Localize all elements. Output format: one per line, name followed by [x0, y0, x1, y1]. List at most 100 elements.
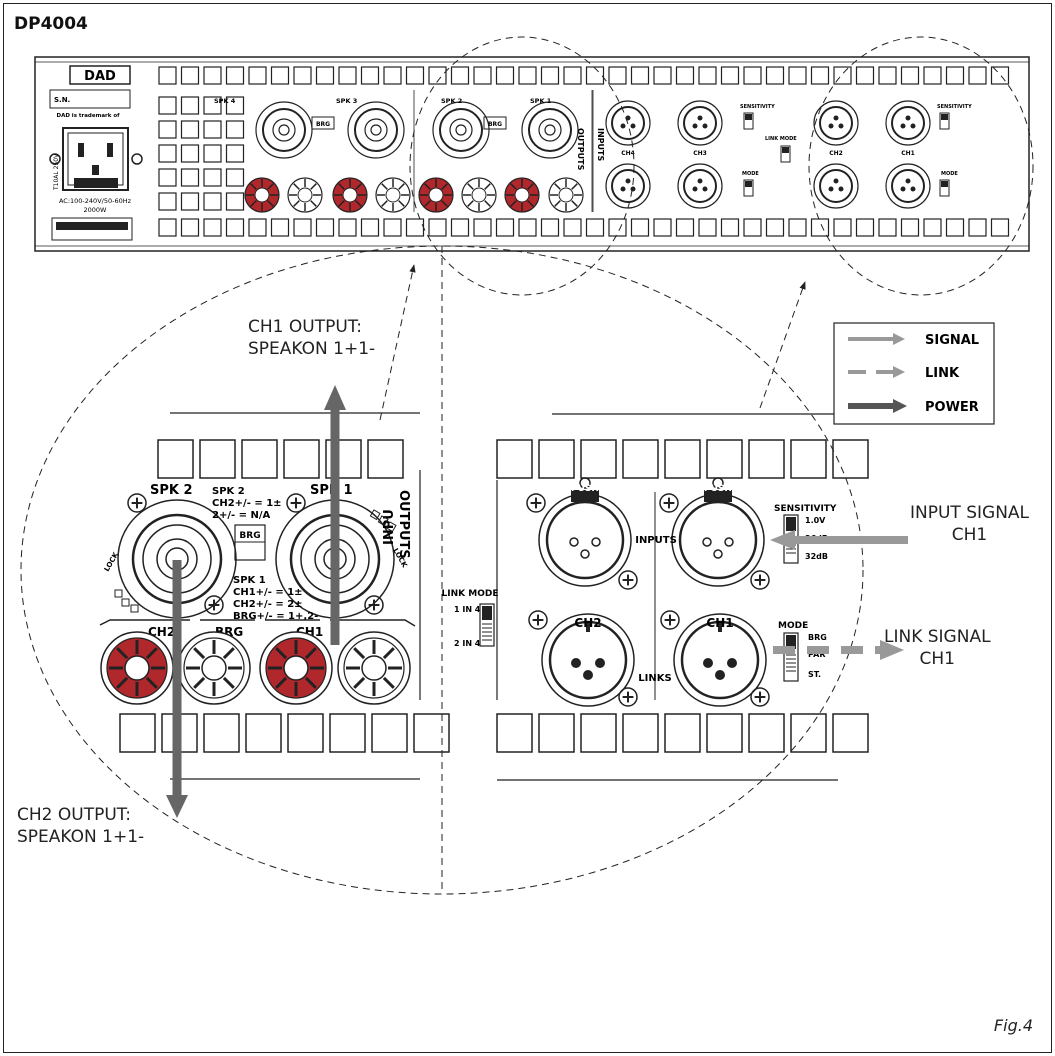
link-mode-switch[interactable]	[479, 603, 495, 647]
legend-link-label: LINK	[925, 366, 960, 381]
vent-slot	[180, 66, 200, 85]
power-arrow-ch1	[324, 385, 346, 645]
svg-text:BRG: BRG	[488, 121, 502, 128]
svg-text:CH1: CH1	[706, 616, 733, 630]
vent-slot	[788, 218, 807, 237]
vent-slot	[180, 120, 200, 139]
svg-text:CH4: CH4	[621, 150, 635, 157]
vent-slot	[622, 439, 659, 479]
vent-top-row	[158, 66, 1010, 85]
zoom-left-screws	[127, 493, 384, 615]
svg-text:MODE: MODE	[742, 171, 759, 177]
vent-slot	[563, 66, 582, 85]
xlr-input	[538, 477, 632, 587]
model-title: DP4004	[14, 14, 88, 34]
vent-slot	[743, 66, 762, 85]
vent-slot	[518, 66, 537, 85]
vent-slot	[119, 713, 156, 753]
svg-text:CH2+/- = 2±: CH2+/- = 2±	[233, 599, 303, 610]
vent-slot	[790, 713, 827, 753]
vent-slot	[765, 66, 785, 85]
binding-post	[418, 177, 454, 213]
vent-slot	[923, 66, 942, 85]
vent-slot	[225, 218, 245, 237]
binding-post	[332, 177, 368, 213]
xlr-rear	[677, 100, 723, 146]
vent-slot	[495, 66, 515, 85]
vent-slot	[293, 218, 312, 237]
spk3-label: SPK 3	[336, 97, 357, 105]
vent-bottom-row	[158, 218, 1010, 237]
svg-text:PUSH: PUSH	[571, 484, 599, 494]
inputs-label: INPUTS	[635, 535, 677, 546]
vent-slot	[241, 439, 278, 479]
vent-slot	[580, 713, 617, 753]
vent-slot	[832, 439, 869, 479]
vent-slot	[158, 168, 177, 187]
vent-slot	[878, 66, 897, 85]
vent-slot	[538, 713, 575, 753]
vent-slot	[450, 66, 470, 85]
speakon-group-rear	[255, 101, 579, 159]
zoom-left-vents	[119, 439, 450, 753]
vent-slot	[180, 168, 200, 187]
vent-slot	[248, 218, 267, 237]
ch2-output-title: CH2 OUTPUT:	[17, 805, 132, 825]
vent-slot	[180, 144, 200, 163]
svg-text:ST.: ST.	[808, 670, 821, 679]
vent-slot	[325, 439, 362, 479]
xlr-link	[541, 613, 635, 707]
svg-text:BRG: BRG	[316, 121, 330, 128]
link-arrow-ch1	[773, 640, 904, 660]
vent-slot	[180, 96, 200, 115]
vent-slot	[765, 218, 785, 237]
svg-text:CH3: CH3	[693, 150, 707, 157]
vent-slot	[622, 713, 659, 753]
vent-slot	[203, 168, 222, 187]
vent-slot	[413, 713, 450, 753]
vent-slot	[968, 66, 987, 85]
vent-slot	[900, 66, 920, 85]
link-signal-channel: CH1	[919, 649, 956, 669]
vent-slot	[428, 218, 447, 237]
vent-left-grid	[158, 96, 245, 211]
mode-label: MODE	[778, 621, 808, 631]
vent-slot	[450, 218, 470, 237]
vent-slot	[203, 192, 222, 211]
sn-label: S.N.	[54, 96, 70, 104]
vent-slot	[248, 66, 267, 85]
spk2-label: SPK 2	[441, 97, 462, 105]
vent-slot	[199, 439, 236, 479]
svg-text:CH2: CH2	[148, 625, 175, 639]
sensitivity-label: SENSITIVITY	[774, 504, 837, 514]
vent-slot	[157, 439, 194, 479]
power-inlet[interactable]	[49, 127, 143, 191]
outputs-label-rear: OUTPUTS	[576, 128, 585, 171]
binding-post	[461, 177, 497, 213]
svg-text:SPK 1: SPK 1	[233, 575, 266, 586]
vent-slot	[608, 218, 627, 237]
vent-slot	[496, 713, 533, 753]
vent-slot	[855, 66, 875, 85]
binding-post	[244, 177, 280, 213]
vent-slot	[315, 66, 335, 85]
zoom-binding-posts	[100, 631, 411, 705]
screw-icon	[618, 570, 638, 590]
binding-posts-rear	[244, 177, 584, 213]
svg-text:SENSITIVITY: SENSITIVITY	[740, 104, 775, 110]
svg-text:CH1+/- = 1±: CH1+/- = 1±	[233, 587, 303, 598]
svg-text:32dB: 32dB	[805, 552, 828, 561]
vent-slot	[855, 218, 875, 237]
ch1-output-detail: SPEAKON 1+1-	[248, 339, 376, 359]
vent-slot	[283, 439, 320, 479]
zoom-ellipse	[20, 245, 864, 895]
vent-slot	[518, 218, 537, 237]
vent-slot	[158, 120, 177, 139]
vent-slot	[367, 439, 404, 479]
mode-switch[interactable]	[783, 632, 799, 682]
vent-slot	[225, 144, 245, 163]
vent-slot	[720, 66, 740, 85]
legend-link-swatch	[848, 366, 905, 378]
zoom-circle-outputs	[409, 36, 635, 296]
